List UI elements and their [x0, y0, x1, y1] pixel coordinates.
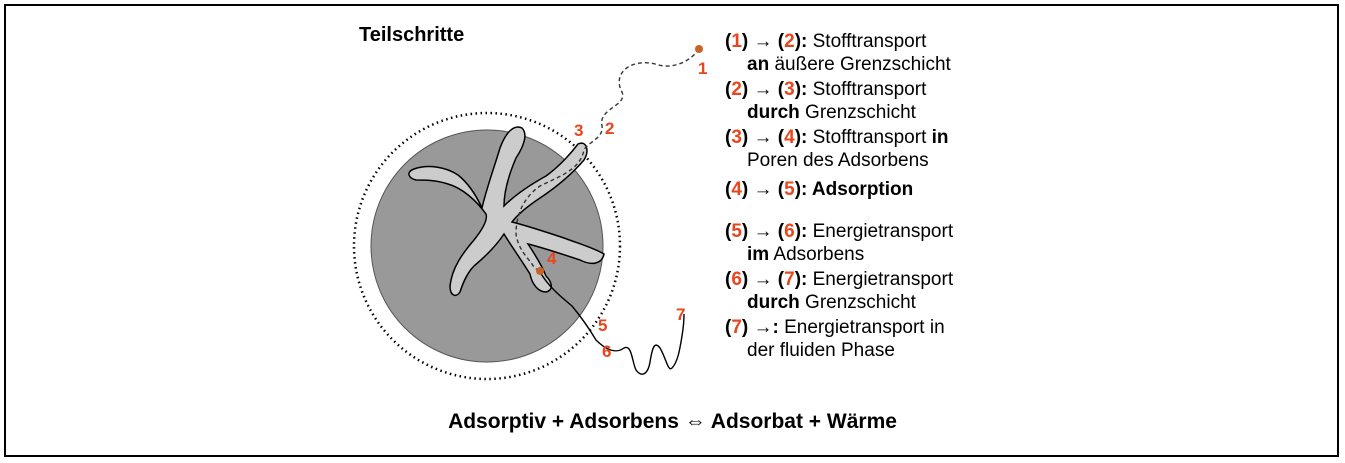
step-keyword: an	[747, 54, 769, 75]
step-keyword: durch	[747, 102, 800, 123]
step-keyword: durch	[747, 292, 800, 313]
point-label-4: 4	[547, 249, 557, 268]
step-text-line2: Grenzschicht	[800, 292, 916, 313]
step-5-6: (5) → (6): Energietransport im Adsorbens	[725, 220, 1045, 268]
step-from: 3	[731, 127, 742, 148]
step-to: 4	[784, 127, 795, 148]
arrow-icon: →	[754, 127, 773, 148]
step-from: 7	[731, 317, 742, 338]
step-from: 6	[731, 269, 742, 290]
arrow-icon: →	[754, 179, 773, 200]
step-to: 5	[784, 179, 795, 200]
step-text: Energietransport	[807, 221, 953, 242]
point-label-5: 5	[598, 316, 607, 335]
adsorbed-molecule	[536, 267, 544, 275]
arrow-icon: →	[754, 269, 773, 290]
step-to: 7	[784, 269, 795, 290]
step-4-5: (4) → (5): Adsorption	[725, 178, 1045, 220]
adsorption-equation: Adsorptiv + Adsorbens ⇔ Adsorbat + Wärme	[0, 410, 1345, 434]
step-text: Stofftransport	[807, 79, 926, 100]
step-list: (1) → (2): Stofftransport an äußere Gren…	[725, 30, 1045, 364]
step-to: 6	[784, 221, 795, 242]
step-text: Stofftransport	[807, 31, 926, 52]
step-from: 1	[731, 31, 742, 52]
step-text-line2: Grenzschicht	[800, 102, 916, 123]
point-label-6: 6	[602, 342, 611, 361]
point-label-1: 1	[698, 59, 707, 78]
step-from: 5	[731, 221, 742, 242]
step-3-4: (3) → (4): Stofftransport in Poren des A…	[725, 126, 1045, 178]
arrow-icon: →	[754, 221, 773, 242]
step-keyword: im	[747, 244, 769, 265]
step-keyword: in	[932, 127, 949, 148]
step-text: Energietransport in	[779, 317, 945, 338]
step-to: 3	[784, 79, 795, 100]
step-1-2: (1) → (2): Stofftransport an äußere Gren…	[725, 30, 1045, 78]
step-text-line2: Adsorbens	[769, 244, 864, 265]
step-to: 2	[784, 31, 795, 52]
arrow-icon: →	[754, 79, 773, 100]
step-text: Stofftransport	[807, 127, 931, 148]
arrow-icon: →	[754, 31, 773, 52]
step-keyword: Adsorption	[807, 179, 913, 200]
point-label-3: 3	[574, 121, 583, 140]
step-text-line2: äußere Grenzschicht	[769, 54, 951, 75]
point-label-2: 2	[605, 119, 614, 138]
point-label-7: 7	[676, 305, 685, 324]
step-text: Energietransport	[807, 269, 953, 290]
adsorptive-molecule-start	[695, 45, 703, 53]
step-2-3: (2) → (3): Stofftransport durch Grenzsch…	[725, 78, 1045, 126]
step-text-line2: der fluiden Phase	[747, 340, 895, 361]
arrow-icon: →	[754, 317, 773, 338]
step-text-line2: Poren des Adsorbens	[747, 150, 929, 171]
step-7: (7) →: Energietransport in der fluiden P…	[725, 316, 1045, 364]
step-from: 4	[731, 179, 742, 200]
step-6-7: (6) → (7): Energietransport durch Grenzs…	[725, 268, 1045, 316]
step-from: 2	[731, 79, 742, 100]
